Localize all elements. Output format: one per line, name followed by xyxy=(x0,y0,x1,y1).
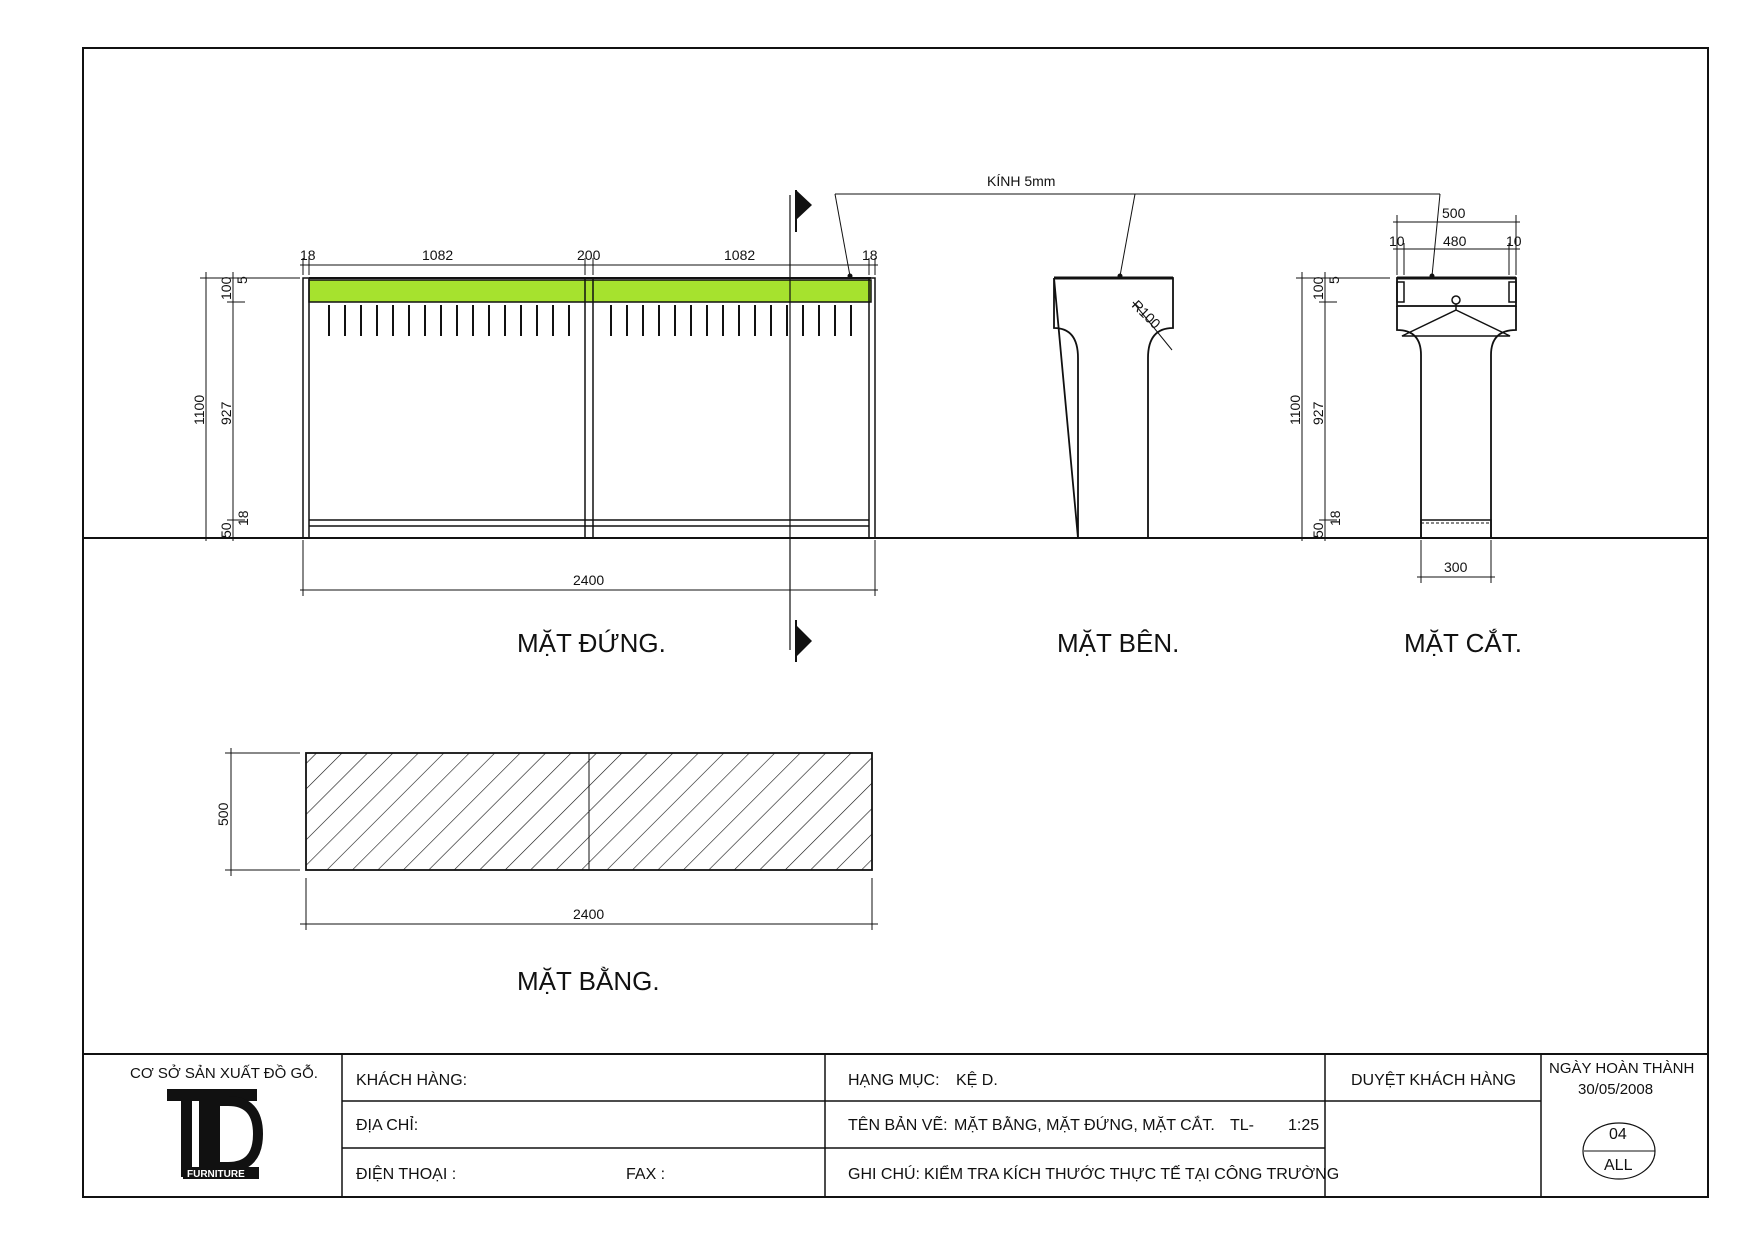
category-label: HẠNG MỤC: xyxy=(848,1072,940,1089)
elev-dim-bottom: 2400 xyxy=(573,572,604,588)
glass-top-strip xyxy=(308,279,872,303)
glass-note-label: KÍNH 5mm xyxy=(987,173,1055,189)
sec-dim-10-left: 10 xyxy=(1389,233,1405,249)
sec-dim-left-927: 927 xyxy=(1310,401,1326,425)
plan-view: 500 2400 MẶT BẰNG. xyxy=(215,748,878,996)
sec-dim-left-100: 100 xyxy=(1310,276,1326,300)
scale-label: TL- xyxy=(1230,1117,1254,1134)
section-top-box xyxy=(1396,277,1517,307)
side-title: MẶT BÊN. xyxy=(1057,628,1179,658)
completion-date: 30/05/2008 xyxy=(1578,1081,1653,1098)
company-name: CƠ SỞ SẢN XUẤT ĐỒ GỖ. xyxy=(130,1064,318,1082)
elev-dim-top-4: 1082 xyxy=(724,247,755,263)
elev-dim-top-2: 1082 xyxy=(422,247,453,263)
sheet-border xyxy=(82,47,1709,1198)
section-cut-marker xyxy=(789,190,812,662)
elev-dim-top-3: 200 xyxy=(577,247,601,263)
drawing-name-value: MẶT BẰNG, MẶT ĐỨNG, MẶT CẮT. xyxy=(954,1115,1215,1134)
drawing-name-label: TÊN BẢN VẼ: xyxy=(848,1114,948,1134)
side-radius-label: R100 xyxy=(1129,297,1164,332)
logo-text: FURNITURE xyxy=(187,1169,245,1180)
note-value: KIỂM TRA KÍCH THƯỚC THỰC TẾ TẠI CÔNG TRƯ… xyxy=(924,1164,1339,1183)
sec-dim-left-18: 18 xyxy=(1327,510,1343,526)
plan-title: MẶT BẰNG. xyxy=(517,966,660,996)
section-column xyxy=(1396,306,1517,538)
scale-value: 1:25 xyxy=(1288,1117,1319,1134)
hanger-icon xyxy=(1401,295,1511,337)
sec-dim-left-1100: 1100 xyxy=(1287,395,1303,425)
side-view: R100 MẶT BÊN. xyxy=(1053,276,1179,658)
post-middle xyxy=(584,277,594,539)
section-view: 500 10 480 10 1100 927 100 5 18 50 300 M… xyxy=(1287,205,1522,658)
sec-dim-500: 500 xyxy=(1442,205,1466,221)
category-value: KỆ D. xyxy=(956,1070,998,1089)
elev-dim-top-1: 18 xyxy=(300,247,316,263)
hanger-fingers-right xyxy=(610,305,852,336)
glass-note: KÍNH 5mm xyxy=(834,173,1441,279)
sheet-set: ALL xyxy=(1604,1157,1633,1174)
sec-dim-10-right: 10 xyxy=(1506,233,1522,249)
elev-dim-left-100: 100 xyxy=(218,276,234,300)
sheet-number: 04 xyxy=(1609,1126,1627,1143)
approval-label: DUYỆT KHÁCH HÀNG xyxy=(1351,1070,1516,1089)
elev-dim-left-50: 50 xyxy=(218,522,234,538)
sec-dim-left-50: 50 xyxy=(1310,522,1326,538)
elev-dim-left-1100: 1100 xyxy=(191,395,207,425)
elev-dim-left-18: 18 xyxy=(235,510,251,526)
plan-dim-left: 500 xyxy=(215,802,231,826)
elev-dim-left-5: 5 xyxy=(234,276,250,284)
elevation-title: MẶT ĐỨNG. xyxy=(517,628,666,658)
post-left xyxy=(302,277,310,539)
elev-dim-top-5: 18 xyxy=(862,247,878,263)
hanger-fingers-left xyxy=(328,305,570,336)
section-title: MẶT CẮT. xyxy=(1404,628,1522,658)
note-label: GHI CHÚ: xyxy=(848,1164,920,1183)
sec-dim-bottom: 300 xyxy=(1444,559,1468,575)
address-label: ĐỊA CHỈ: xyxy=(356,1115,418,1134)
plan-dim-bottom: 2400 xyxy=(573,906,604,922)
fax-label: FAX : xyxy=(626,1166,665,1183)
tld-logo: FURNITURE xyxy=(167,1089,264,1180)
elevation-view: 18 1082 200 1082 18 1100 927 100 5 18 50… xyxy=(191,247,878,658)
phone-label: ĐIỆN THOẠI : xyxy=(356,1164,456,1183)
customer-label: KHÁCH HÀNG: xyxy=(356,1070,467,1089)
sec-dim-480: 480 xyxy=(1443,233,1467,249)
elev-dim-left-927: 927 xyxy=(218,401,234,425)
post-right xyxy=(868,277,876,539)
completion-label: NGÀY HOÀN THÀNH xyxy=(1549,1060,1694,1077)
title-block xyxy=(83,1053,1708,1197)
sec-dim-left-5: 5 xyxy=(1326,276,1342,284)
side-profile xyxy=(1053,277,1174,539)
